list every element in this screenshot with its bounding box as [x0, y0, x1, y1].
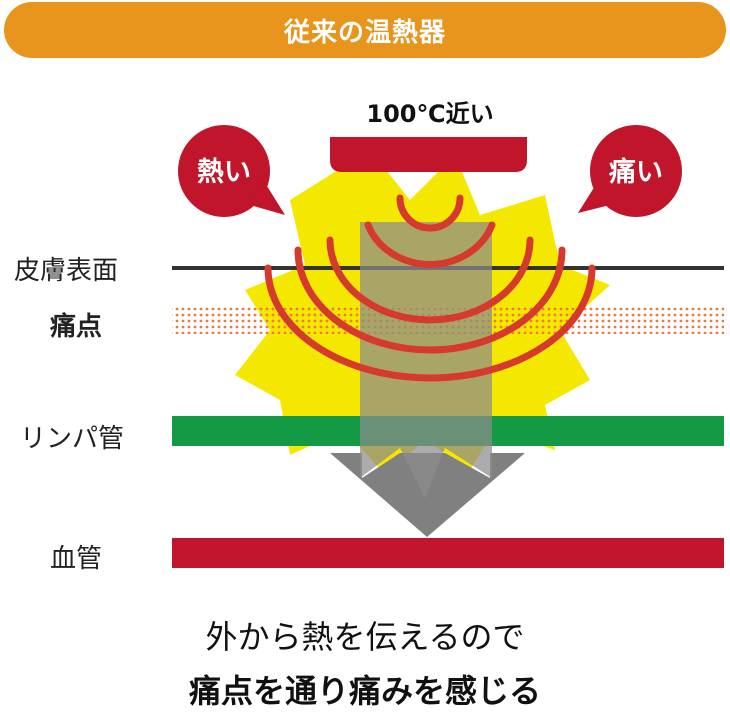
- bubble-hot-text: 熱い: [197, 157, 251, 188]
- heat-column: [360, 222, 492, 498]
- layer-label-pain-point: 痛点: [50, 312, 103, 342]
- header-title: 従来の温熱器: [283, 17, 446, 48]
- heat-wave-2: [364, 221, 496, 268]
- layer-label-blood: 血管: [50, 544, 103, 574]
- heat-wave-3: [326, 236, 534, 324]
- header-banner: 従来の温熱器: [4, 2, 726, 58]
- layer-label-lymph: リンパ管: [20, 424, 125, 454]
- layer-label-skin: 皮膚表面: [14, 256, 119, 286]
- caption-line-1: 外から熱を伝えるので: [205, 618, 525, 656]
- heat-waves: [264, 194, 596, 382]
- heater-plate: [330, 137, 527, 172]
- bubble-pain-text: 痛い: [609, 156, 663, 188]
- heat-diagram: 熱い 痛い: [172, 125, 724, 568]
- bubble-hot: 熱い: [178, 125, 285, 217]
- temperature-label: 100℃近い: [366, 100, 494, 128]
- caption-line-2: 痛点を通り痛みを感じる: [188, 672, 541, 710]
- heat-direction-arrow: [330, 453, 525, 537]
- blood-vessel-bar: [172, 538, 724, 568]
- heat-wave-1: [396, 194, 464, 232]
- heat-wave-4: [294, 246, 566, 354]
- bubble-pain: 痛い: [578, 125, 682, 217]
- heat-wave-5: [264, 264, 596, 382]
